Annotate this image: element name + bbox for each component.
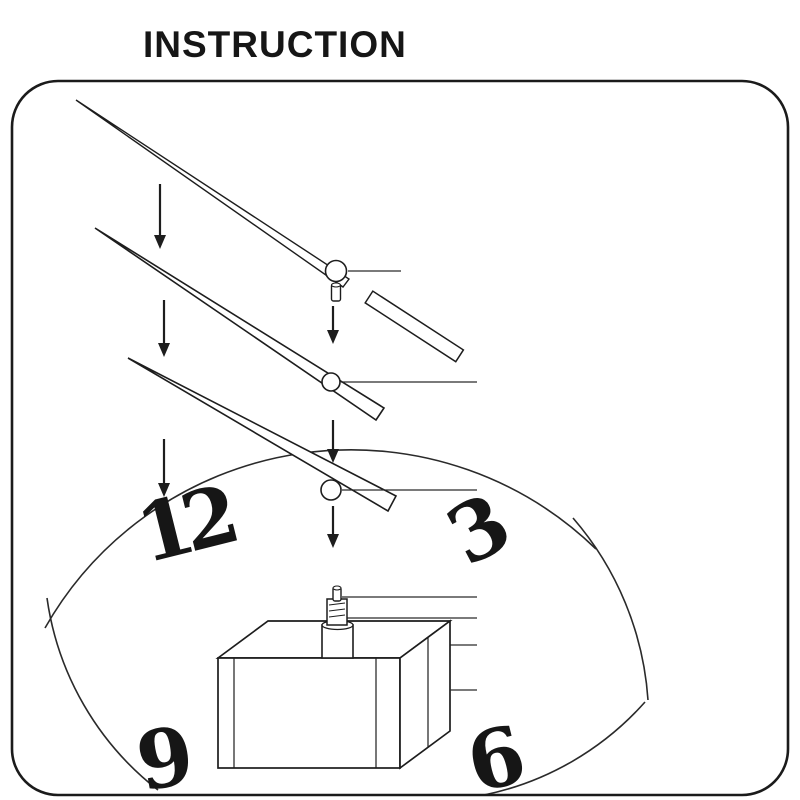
thread-hatch	[328, 614, 346, 618]
minute-hand-hub-hole	[321, 372, 341, 392]
movement-shaft-base	[321, 624, 354, 659]
clock-dial-arc-bottom-left	[46, 597, 159, 791]
dial-numerals: 12 3 9 6	[128, 467, 535, 795]
second-hand	[75, 99, 465, 363]
instruction-panel-border	[10, 79, 790, 797]
assembly-arrow-1-head	[154, 235, 166, 249]
assembly-arrow-4-head	[327, 449, 339, 463]
mounting-pin-top	[330, 282, 342, 288]
second-hand-needle	[75, 99, 351, 288]
movement-front-face	[217, 657, 401, 769]
thread-hatch	[328, 608, 346, 612]
assembly-arrow-2-head	[327, 330, 339, 344]
second-hand-hub	[324, 259, 348, 283]
second-hand-counterweight	[364, 290, 465, 363]
movement-right-face	[399, 619, 451, 770]
hour-hand	[127, 357, 477, 513]
thread-hatch	[328, 602, 346, 606]
hour-hand-hub-hole	[320, 479, 342, 501]
assembly-arrow-3-head	[158, 343, 170, 357]
hour-hand-blade	[127, 357, 398, 513]
clock-movement	[215, 585, 477, 770]
clock-dial-arc-right	[572, 517, 649, 701]
minute-hand-blade	[94, 227, 386, 422]
assembly-arrows	[154, 184, 339, 548]
assembly-arrow-5-head	[158, 483, 170, 497]
movement-shaft-pin-top	[332, 585, 342, 591]
clock-dial-arc-bottom-right	[483, 701, 646, 795]
page-title: INSTRUCTION	[143, 24, 407, 65]
minute-hand	[94, 227, 477, 422]
assembly-arrow-6-head	[327, 534, 339, 548]
